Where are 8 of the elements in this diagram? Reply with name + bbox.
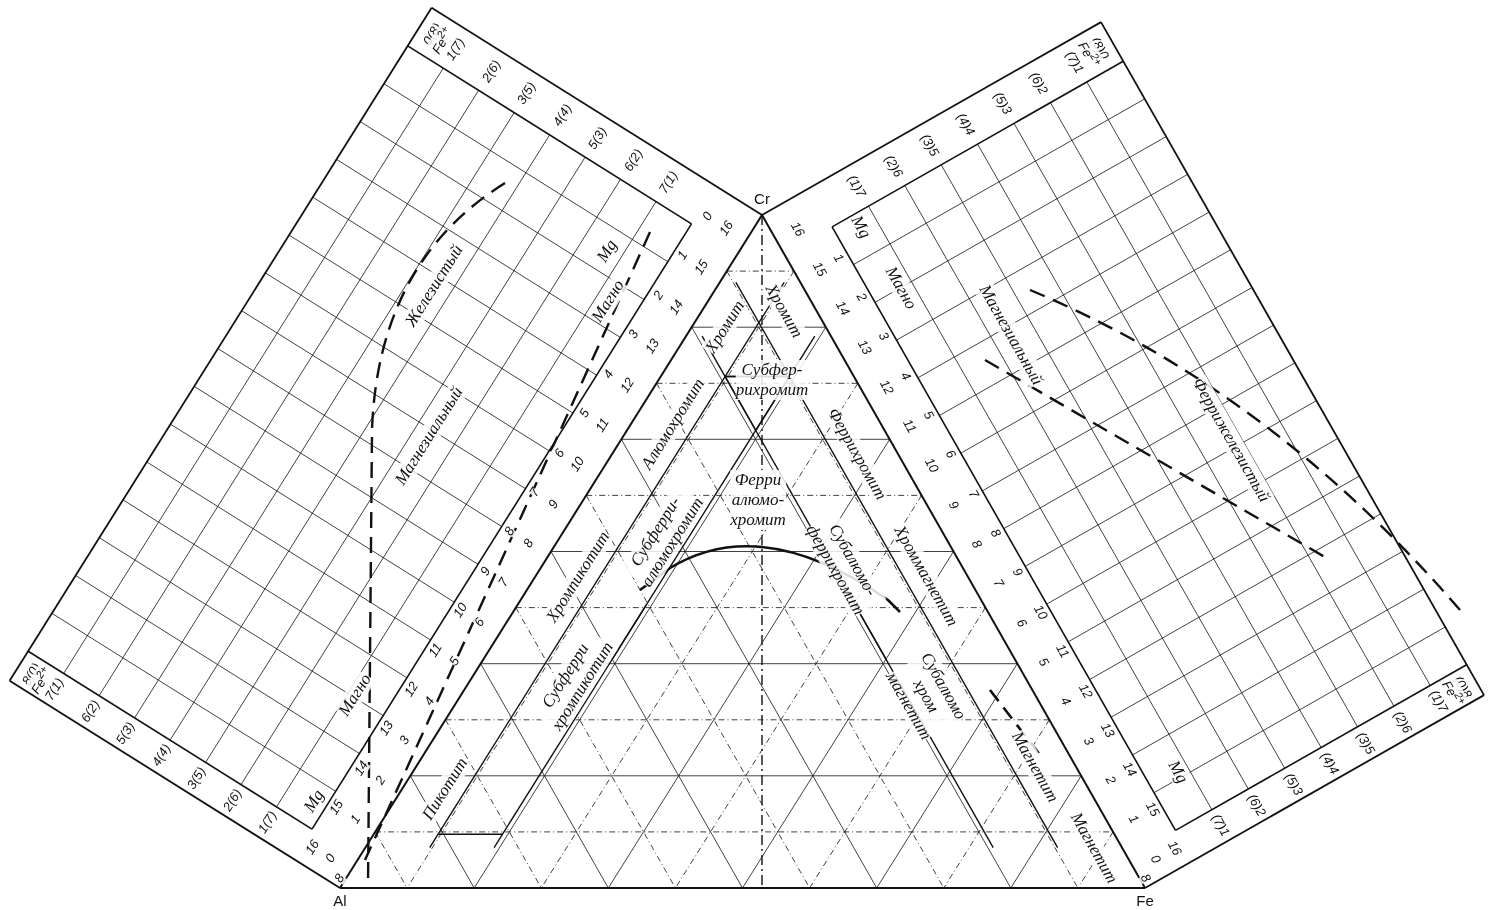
scale-number: 12 bbox=[1075, 680, 1096, 701]
scale-number: 2 bbox=[853, 290, 870, 304]
scale-number: 6 bbox=[470, 614, 487, 629]
field-name: Субфер- рихромит bbox=[735, 360, 809, 400]
field-name: Ферри алюмо- хромит bbox=[730, 470, 786, 530]
scale-number: 8 bbox=[501, 524, 518, 539]
scale-number: 10 bbox=[1030, 601, 1051, 622]
scale-number: 1 bbox=[674, 248, 691, 263]
